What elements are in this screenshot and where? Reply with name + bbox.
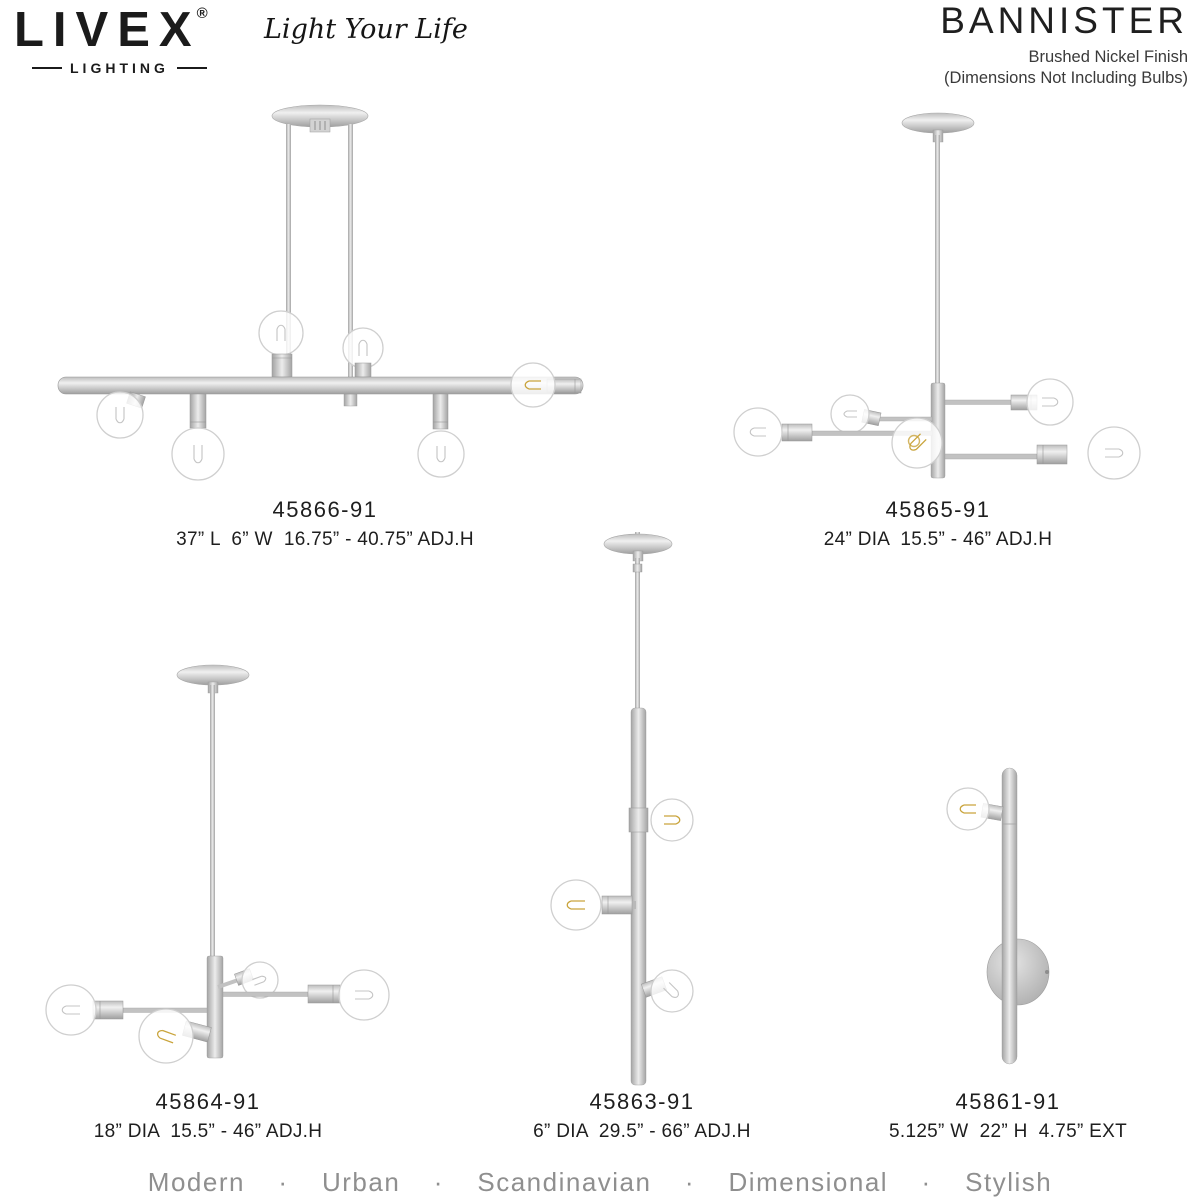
light-bulb	[171, 393, 225, 481]
brand-slogan: Light Your Life	[264, 14, 468, 45]
product-caption-45865-91: 45865-91 24” DIA 15.5” - 46” ADJ.H	[738, 497, 1138, 551]
light-bulb	[640, 969, 694, 1013]
collection-name: BANNISTER	[940, 0, 1188, 41]
horizontal-bar	[57, 376, 584, 395]
light-bulb	[217, 961, 279, 999]
fixture-45861-91-illustration	[946, 767, 1050, 1065]
fixture-45864-91-illustration	[45, 664, 390, 1064]
stem-rod	[210, 685, 215, 958]
light-bulb	[628, 798, 694, 842]
rod-collar	[343, 393, 358, 407]
stem-rod	[348, 124, 353, 406]
product-caption-45861-91: 45861-91 5.125” W 22” H 4.75” EXT	[808, 1089, 1200, 1143]
ceiling-canopy	[271, 104, 369, 133]
light-bulb	[222, 969, 390, 1021]
light-bulb	[891, 417, 943, 469]
product-dimensions: 24” DIA 15.5” - 46” ADJ.H	[823, 529, 1053, 550]
light-bulb	[417, 393, 465, 478]
product-dimensions: 6” DIA 29.5” - 66” ADJ.H	[533, 1121, 751, 1142]
fixture-45863-91-illustration	[550, 532, 694, 1086]
stem-rod	[286, 124, 291, 354]
light-bulb	[733, 407, 933, 457]
livex-logo: LIVEX ® LIGHTING	[14, 6, 215, 77]
stem-rod	[635, 558, 640, 710]
light-bulb	[138, 1008, 212, 1064]
brand-wordmark: LIVEX ®	[14, 6, 215, 55]
wall-backplate	[986, 938, 1050, 1006]
collection-note: (Dimensions Not Including Bulbs)	[944, 68, 1188, 87]
collection-header: BANNISTER Brushed Nickel Finish (Dimensi…	[940, 0, 1188, 88]
product-caption-45866-91: 45866-91 37” L 6” W 16.75” - 40.75” ADJ.…	[125, 497, 525, 551]
collection-finish: Brushed Nickel Finish	[1028, 47, 1188, 66]
product-dimensions: 18” DIA 15.5” - 46” ADJ.H	[93, 1121, 323, 1142]
product-caption-45864-91: 45864-91 18” DIA 15.5” - 46” ADJ.H	[8, 1089, 408, 1143]
product-code: 45865-91	[885, 497, 991, 522]
brand-subtitle-row: LIGHTING	[24, 60, 215, 76]
product-dimensions: 37” L 6” W 16.75” - 40.75” ADJ.H	[176, 529, 474, 550]
light-bulb	[510, 362, 582, 408]
product-dimensions: 5.125” W 22” H 4.75” EXT	[889, 1121, 1127, 1142]
product-code: 45863-91	[589, 1089, 695, 1114]
style-tagline: Modern · Urban · Scandinavian · Dimensio…	[147, 1167, 1053, 1197]
brand-name: LIVEX	[14, 3, 201, 57]
light-bulb	[944, 378, 1074, 426]
center-hub	[206, 955, 224, 1059]
brand-subtitle: LIGHTING	[70, 60, 169, 76]
product-code: 45861-91	[955, 1089, 1061, 1114]
light-bulb	[96, 391, 146, 439]
light-bulb	[342, 327, 384, 378]
product-caption-45863-91: 45863-91 6” DIA 29.5” - 66” ADJ.H	[442, 1089, 842, 1143]
ceiling-canopy	[603, 533, 673, 562]
body-bar	[1001, 767, 1018, 1065]
fixture-45865-91-illustration	[733, 112, 1141, 480]
light-bulb	[550, 879, 636, 931]
light-bulb	[258, 310, 304, 378]
registered-mark: ®	[196, 5, 208, 22]
light-bulb	[830, 394, 933, 434]
light-bulb	[944, 426, 1141, 480]
product-code: 45866-91	[272, 497, 378, 522]
stem-rod	[935, 135, 940, 385]
stem-collar	[632, 563, 643, 573]
rule-right	[176, 67, 207, 69]
fixture-45866-91-illustration	[57, 104, 584, 481]
product-code: 45864-91	[155, 1089, 261, 1114]
rule-left	[32, 67, 62, 69]
body-tube	[630, 707, 647, 1086]
light-bulb	[946, 787, 1004, 831]
